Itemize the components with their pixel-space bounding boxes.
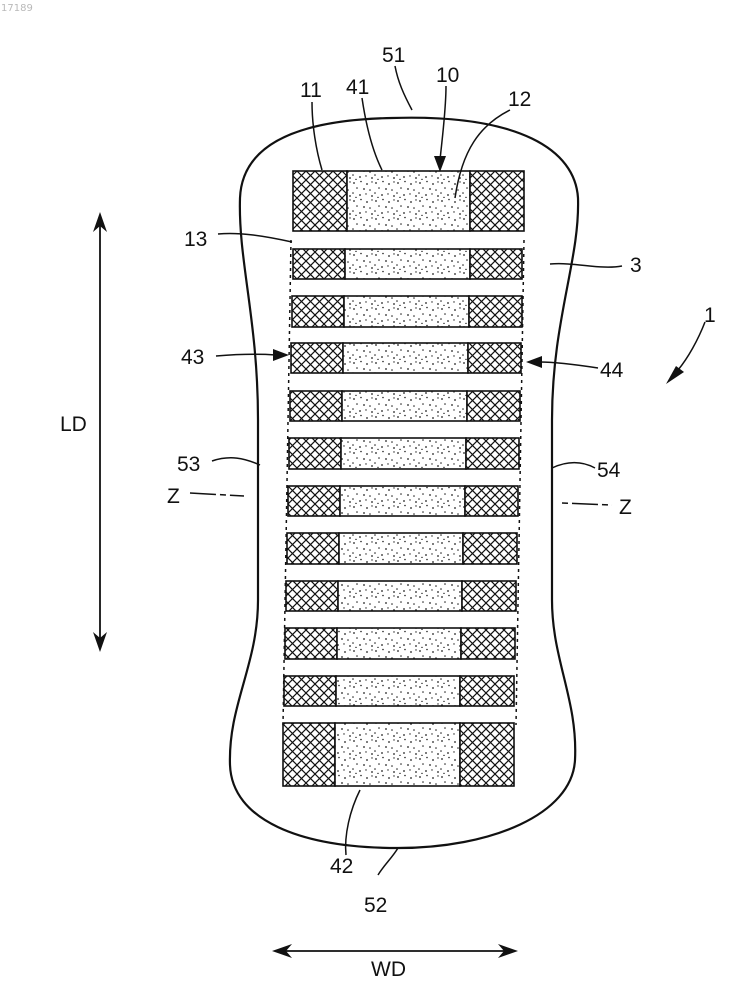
arrowhead-10: [434, 156, 446, 172]
label-42: 42: [330, 855, 353, 878]
band-10-dotted-cell: [337, 628, 461, 659]
band-8-crosshatch-cell: [287, 533, 339, 564]
leader-51: [395, 66, 412, 110]
label-z-left: Z: [167, 485, 180, 508]
leader-10: [440, 86, 446, 160]
band-3-crosshatch-cell: [469, 296, 522, 327]
label-wd: WD: [371, 958, 406, 981]
band-7-crosshatch-cell: [288, 486, 340, 516]
leader-3: [550, 264, 622, 267]
label-3: 3: [630, 254, 642, 277]
leader-13: [218, 233, 292, 242]
band-2-crosshatch-cell: [470, 249, 522, 279]
arrowhead-44: [526, 356, 542, 368]
width-direction-arrow: [272, 944, 518, 958]
band-7-dotted-cell: [340, 486, 465, 516]
band-2-crosshatch-cell: [293, 249, 345, 279]
band-3-crosshatch-cell: [292, 296, 344, 327]
band-2-dotted-cell: [345, 249, 470, 279]
band-10-crosshatch-cell: [285, 628, 337, 659]
band-5-dotted-cell: [342, 391, 467, 421]
band-6-dotted-cell: [341, 438, 466, 469]
band-1-dotted-cell: [347, 171, 470, 231]
pattern-bands: [283, 171, 524, 786]
label-53: 53: [177, 453, 200, 476]
band-6-crosshatch-cell: [466, 438, 519, 469]
band-11-dotted-cell: [336, 676, 460, 706]
band-3-dotted-cell: [344, 296, 469, 327]
leader-52: [378, 848, 398, 875]
label-13: 13: [184, 228, 207, 251]
label-ld: LD: [60, 413, 87, 436]
band-4-dotted-cell: [343, 343, 468, 373]
leader-41: [362, 98, 382, 170]
leader-43: [216, 354, 276, 356]
label-1: 1: [704, 304, 716, 327]
label-11: 11: [300, 79, 322, 102]
band-1-crosshatch-cell: [293, 171, 347, 231]
label-54: 54: [597, 459, 621, 482]
leader-1: [678, 322, 705, 370]
label-52: 52: [364, 894, 387, 917]
band-5-crosshatch-cell: [467, 391, 520, 421]
band-7-crosshatch-cell: [465, 486, 518, 516]
label-12: 12: [508, 88, 531, 111]
band-11-crosshatch-cell: [284, 676, 336, 706]
label-41: 41: [346, 76, 369, 99]
band-10-crosshatch-cell: [461, 628, 515, 659]
band-9-dotted-cell: [338, 581, 462, 611]
band-4-crosshatch-cell: [291, 343, 343, 373]
leader-53: [212, 458, 260, 465]
leader-11: [312, 102, 322, 170]
leader-44: [540, 362, 598, 368]
band-12-dotted-cell: [335, 723, 460, 786]
band-1-crosshatch-cell: [470, 171, 524, 231]
arrowhead-43: [273, 349, 289, 361]
band-12-crosshatch-cell: [283, 723, 335, 786]
label-10: 10: [436, 64, 459, 87]
label-51: 51: [382, 44, 405, 67]
section-line-left: [190, 493, 244, 496]
band-11-crosshatch-cell: [460, 676, 514, 706]
document-id: 17189: [1, 3, 33, 14]
band-4-crosshatch-cell: [468, 343, 521, 373]
arrowhead-1: [666, 366, 684, 384]
section-line-right: [562, 503, 612, 505]
band-8-crosshatch-cell: [463, 533, 517, 564]
band-9-crosshatch-cell: [286, 581, 338, 611]
label-43: 43: [181, 346, 204, 369]
label-z-right: Z: [619, 496, 632, 519]
band-5-crosshatch-cell: [290, 391, 342, 421]
label-44: 44: [600, 359, 624, 382]
band-9-crosshatch-cell: [462, 581, 516, 611]
band-6-crosshatch-cell: [289, 438, 341, 469]
leader-54: [552, 463, 595, 468]
length-direction-arrow: [93, 212, 107, 652]
band-8-dotted-cell: [339, 533, 463, 564]
band-12-crosshatch-cell: [460, 723, 514, 786]
